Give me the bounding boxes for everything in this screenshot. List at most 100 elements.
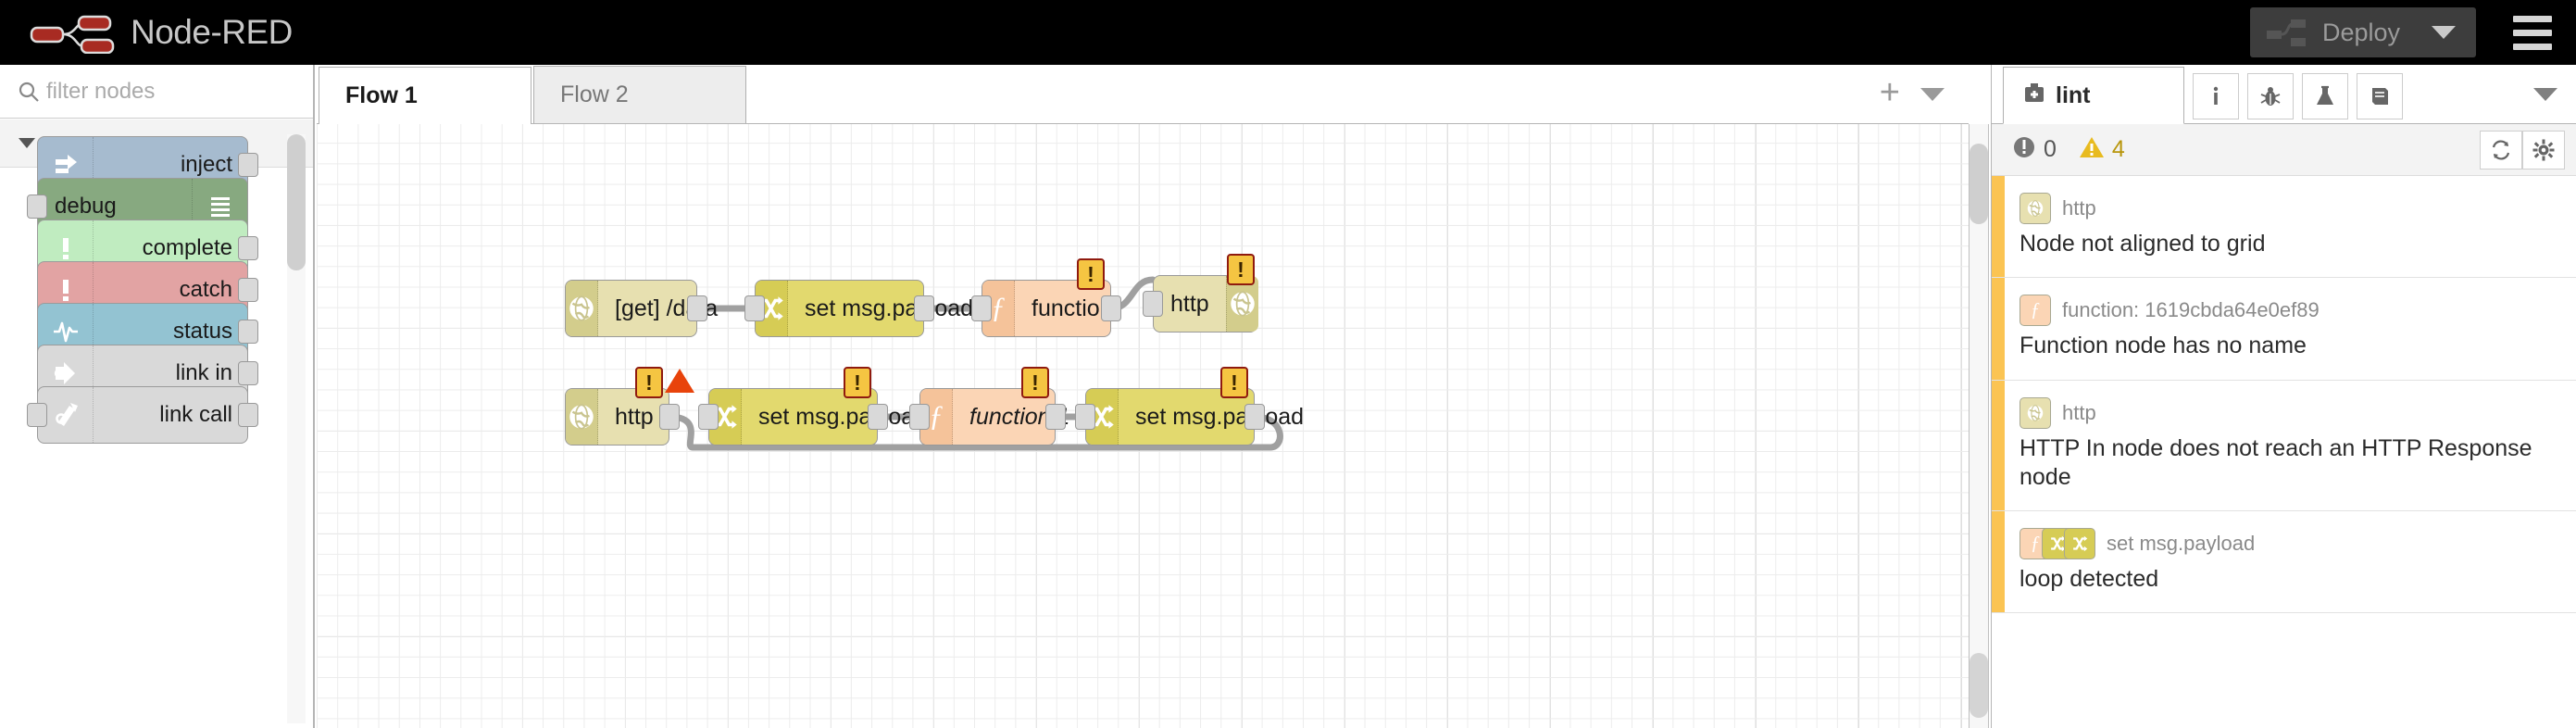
palette-scrollbar[interactable]: [287, 134, 306, 723]
deploy-button[interactable]: Deploy: [2249, 7, 2476, 57]
chevron-down-icon[interactable]: [2432, 26, 2456, 39]
output-port[interactable]: [238, 403, 258, 427]
flow-node-n2[interactable]: set msg.payload: [744, 280, 973, 337]
flow-node-label: set msg.payload: [758, 403, 928, 430]
brand: Node-RED: [28, 11, 293, 55]
lint-item[interactable]: ƒ set msg.payload loop detected: [1992, 511, 2576, 614]
lint-item-source-label: http: [2062, 196, 2096, 220]
exclamation-icon: [38, 262, 94, 318]
debug-bug-icon[interactable]: [2247, 73, 2294, 119]
output-port[interactable]: [238, 236, 258, 260]
hamburger-menu-icon[interactable]: [2504, 15, 2576, 50]
output-port[interactable]: [687, 295, 707, 321]
output-port[interactable]: [659, 404, 680, 430]
output-port[interactable]: [238, 320, 258, 344]
lint-item-message: Function node has no name: [2020, 333, 2307, 359]
output-port[interactable]: [868, 404, 888, 430]
book-icon[interactable]: [2357, 73, 2403, 119]
output-port[interactable]: [914, 295, 934, 321]
node-warning-badge[interactable]: !: [1220, 367, 1248, 398]
flow-node-n5[interactable]: http !: [565, 367, 694, 446]
change-icon: [2064, 528, 2095, 559]
medkit-icon: [2022, 82, 2046, 110]
flow-tab-1[interactable]: Flow 1: [319, 67, 531, 124]
flow-list-chevron-down-icon[interactable]: [1920, 88, 1945, 101]
add-flow-button[interactable]: +: [1879, 73, 1900, 112]
input-port[interactable]: [1075, 404, 1095, 430]
svg-text:ƒ: ƒ: [2031, 533, 2040, 554]
output-port[interactable]: [238, 153, 258, 177]
lint-item-source-label: http: [2062, 400, 2096, 424]
lint-item-message: HTTP In node does not reach an HTTP Resp…: [2020, 434, 2532, 490]
lint-item-message: Node not aligned to grid: [2020, 231, 2266, 257]
flow-node-n3[interactable]: ƒ function !: [971, 258, 1121, 337]
flow-node-label: function: [1032, 295, 1113, 321]
flow-node-n7[interactable]: ƒ function 1 !: [909, 367, 1069, 446]
flow-node-label: set msg.payload: [805, 295, 974, 321]
sidebar-tabs-chevron-down-icon[interactable]: [2533, 88, 2557, 101]
globe-icon: [2020, 193, 2051, 224]
flask-icon[interactable]: [2302, 73, 2348, 119]
lint-toolbar-actions: [2480, 130, 2565, 169]
deploy-nodes-icon: [2265, 18, 2317, 47]
lint-item[interactable]: ƒ function: 1619cbda64e0ef89 Function no…: [1992, 278, 2576, 381]
flow-tab-label: Flow 2: [560, 82, 629, 107]
app-header: Node-RED Deploy: [0, 0, 2576, 65]
sidebar-tab-lint[interactable]: lint: [2003, 67, 2184, 124]
flow-node-label: http: [1170, 290, 1209, 317]
output-port[interactable]: [238, 361, 258, 385]
node-warning-badge[interactable]: !: [844, 367, 871, 398]
info-icon[interactable]: [2193, 73, 2239, 119]
output-port[interactable]: [1045, 404, 1066, 430]
lint-item[interactable]: http HTTP In node does not reach an HTTP…: [1992, 380, 2576, 511]
flow-node-label: function 1: [969, 403, 1070, 430]
palette-search-bar[interactable]: [0, 65, 313, 119]
node-warning-badge[interactable]: !: [635, 367, 663, 398]
node-warning-badge[interactable]: !: [1021, 367, 1049, 398]
canvas-scrollbar-track[interactable]: [1969, 124, 1989, 728]
output-port[interactable]: [1244, 404, 1265, 430]
lint-toolbar: 0 4: [1992, 124, 2576, 176]
warning-count: 4: [2111, 136, 2125, 162]
deploy-label: Deploy: [2321, 18, 2400, 46]
input-port[interactable]: [698, 404, 719, 430]
search-input[interactable]: [46, 78, 287, 105]
flow-node-n6[interactable]: set msg.payload !: [698, 367, 927, 446]
globe-icon: [566, 281, 598, 336]
wire[interactable]: [666, 413, 1283, 451]
output-port[interactable]: [1101, 295, 1121, 321]
flow-tabbar: Flow 1 Flow 2 +: [317, 65, 1969, 124]
error-circle-icon: [2012, 135, 2036, 164]
input-port[interactable]: [1143, 291, 1163, 317]
flow-node-n1[interactable]: [get] /data: [565, 280, 718, 337]
error-count: 0: [2044, 136, 2057, 162]
flow-node-label: http: [615, 403, 654, 430]
flow-tab-2[interactable]: Flow 2: [533, 66, 746, 123]
lint-item-source-label: function: 1619cbda64e0ef89: [2062, 298, 2320, 322]
lint-item[interactable]: http Node not aligned to grid: [1992, 176, 2576, 279]
flow-canvas[interactable]: [get] /data set msg.payload ƒ function !…: [317, 124, 1969, 728]
lint-item-node-icons: ƒ: [2020, 528, 2095, 559]
sidebar-tab-label: lint: [2056, 82, 2091, 108]
lint-item-source-label: set msg.payload: [2107, 532, 2256, 555]
node-warning-badge[interactable]: !: [1077, 258, 1105, 290]
refresh-icon[interactable]: [2480, 130, 2522, 169]
flow-node-n8[interactable]: set msg.payload !: [1075, 367, 1304, 446]
lint-item-source: ƒ set msg.payload: [2020, 528, 2556, 559]
input-port[interactable]: [744, 295, 765, 321]
palette-node-link-call[interactable]: link call: [27, 386, 258, 444]
svg-text:ƒ: ƒ: [929, 401, 944, 433]
output-port[interactable]: [238, 278, 258, 302]
palette-scrollbar-thumb[interactable]: [287, 134, 306, 270]
gear-icon[interactable]: [2522, 130, 2565, 169]
lint-item-node-icons: [2020, 193, 2051, 224]
input-port[interactable]: [909, 404, 930, 430]
canvas-scrollbar-thumb[interactable]: [1970, 144, 1988, 224]
sidebar-scrollbar-thumb[interactable]: [1970, 653, 1988, 718]
node-warning-badge[interactable]: !: [1227, 254, 1255, 285]
palette-node-label: complete: [142, 235, 232, 260]
flow-node-n4[interactable]: http !: [1143, 254, 1258, 333]
input-port[interactable]: [27, 195, 47, 219]
input-port[interactable]: [971, 295, 992, 321]
input-port[interactable]: [27, 403, 47, 427]
